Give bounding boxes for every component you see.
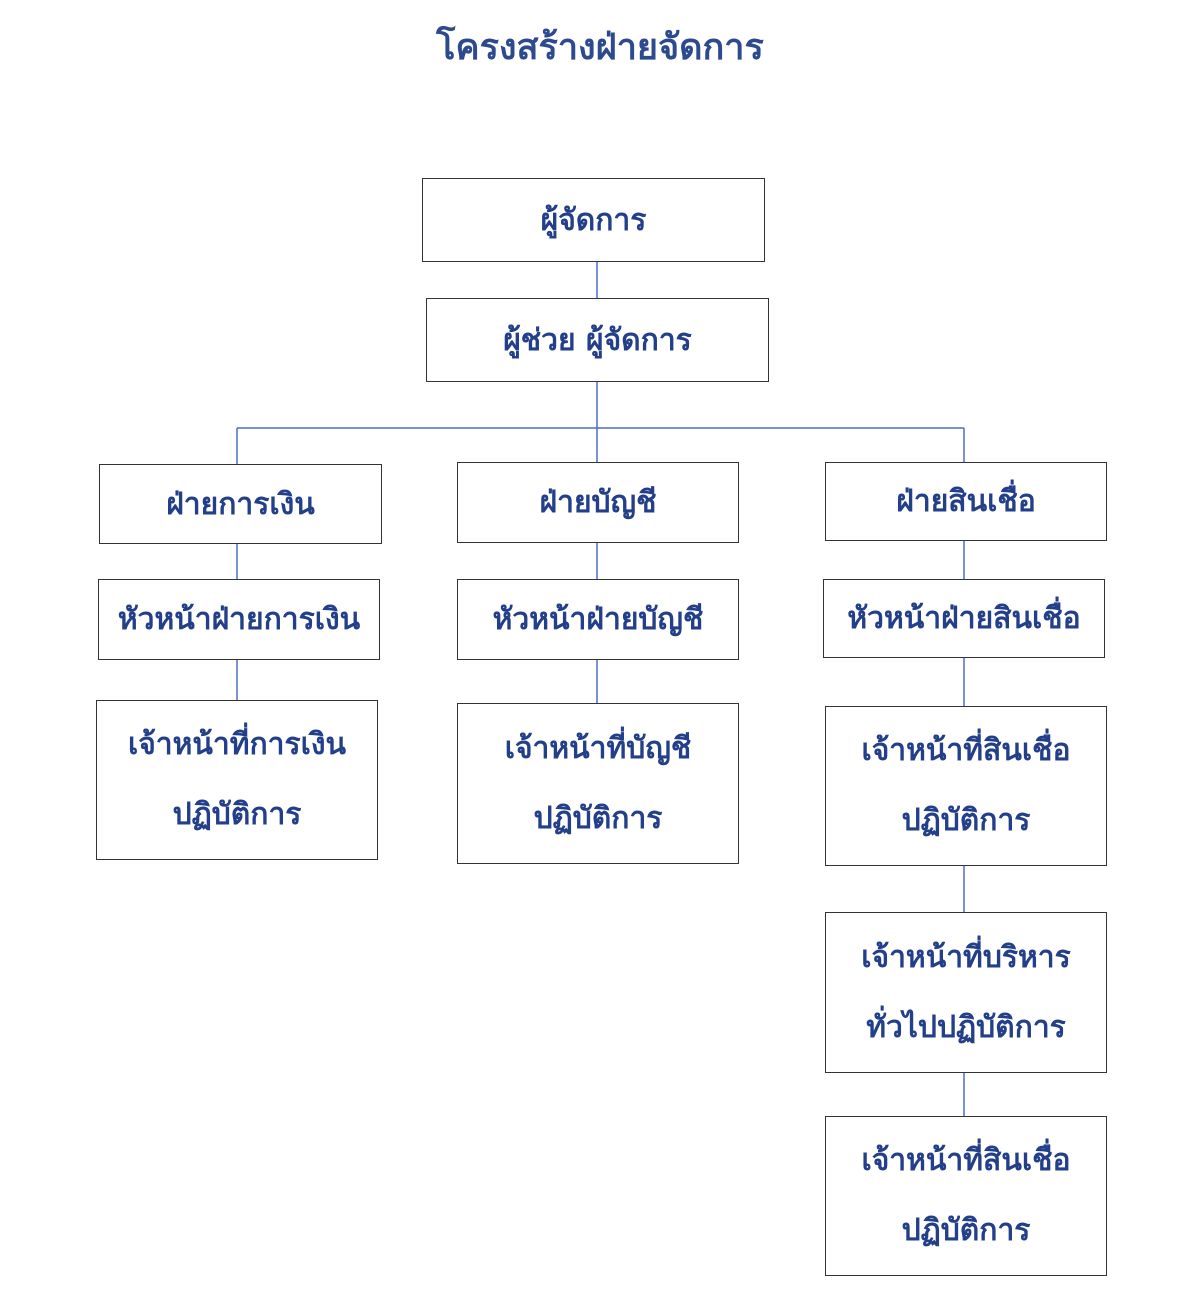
node-label: ฝ่ายบัญชี	[539, 485, 657, 520]
node-finance-head: หัวหน้าฝ่ายการเงิน	[98, 579, 380, 660]
node-label: หัวหน้าฝ่ายบัญชี	[492, 602, 704, 637]
node-label: ผู้ช่วย ผู้จัดการ	[503, 322, 692, 358]
node-accounting-head: หัวหน้าฝ่ายบัญชี	[457, 579, 739, 660]
node-manager: ผู้จัดการ	[422, 178, 765, 262]
node-label-line1: เจ้าหน้าที่บัญชี	[504, 730, 692, 766]
node-label-line2: ปฏิบัติการ	[901, 803, 1031, 838]
node-credit-officer: เจ้าหน้าที่สินเชื่อ ปฏิบัติการ	[825, 706, 1107, 866]
node-label-line1: เจ้าหน้าที่บริหาร	[861, 939, 1071, 975]
node-label: ฝ่ายสินเชื่อ	[896, 484, 1036, 519]
node-label-line2: ปฏิบัติการ	[172, 797, 302, 832]
node-label: ผู้จัดการ	[540, 202, 647, 238]
node-label: ฝ่ายการเงิน	[166, 486, 315, 522]
node-assistant-manager: ผู้ช่วย ผู้จัดการ	[426, 298, 769, 382]
node-credit-dept: ฝ่ายสินเชื่อ	[825, 462, 1107, 541]
node-label-line2: ปฏิบัติการ	[533, 800, 663, 836]
node-accounting-officer: เจ้าหน้าที่บัญชี ปฏิบัติการ	[457, 703, 739, 864]
node-label-line1: เจ้าหน้าที่สินเชื่อ	[861, 733, 1071, 768]
node-label-line1: เจ้าหน้าที่การเงิน	[127, 727, 347, 762]
node-label-line2: ทั่วไปปฏิบัติการ	[866, 1009, 1066, 1045]
node-label: หัวหน้าฝ่ายการเงิน	[117, 602, 361, 637]
node-label-line1: เจ้าหน้าที่สินเชื่อ	[861, 1143, 1071, 1178]
node-label: หัวหน้าฝ่ายสินเชื่อ	[847, 601, 1081, 636]
node-label-line2: ปฏิบัติการ	[901, 1213, 1031, 1248]
node-finance-officer: เจ้าหน้าที่การเงิน ปฏิบัติการ	[96, 700, 378, 860]
page-title: โครงสร้างฝ่ายจัดการ	[436, 26, 764, 68]
node-finance-dept: ฝ่ายการเงิน	[99, 464, 382, 544]
node-accounting-dept: ฝ่ายบัญชี	[457, 462, 739, 543]
node-credit-head: หัวหน้าฝ่ายสินเชื่อ	[823, 579, 1105, 658]
node-general-admin-officer: เจ้าหน้าที่บริหาร ทั่วไปปฏิบัติการ	[825, 912, 1107, 1073]
node-credit-officer-2: เจ้าหน้าที่สินเชื่อ ปฏิบัติการ	[825, 1116, 1107, 1276]
